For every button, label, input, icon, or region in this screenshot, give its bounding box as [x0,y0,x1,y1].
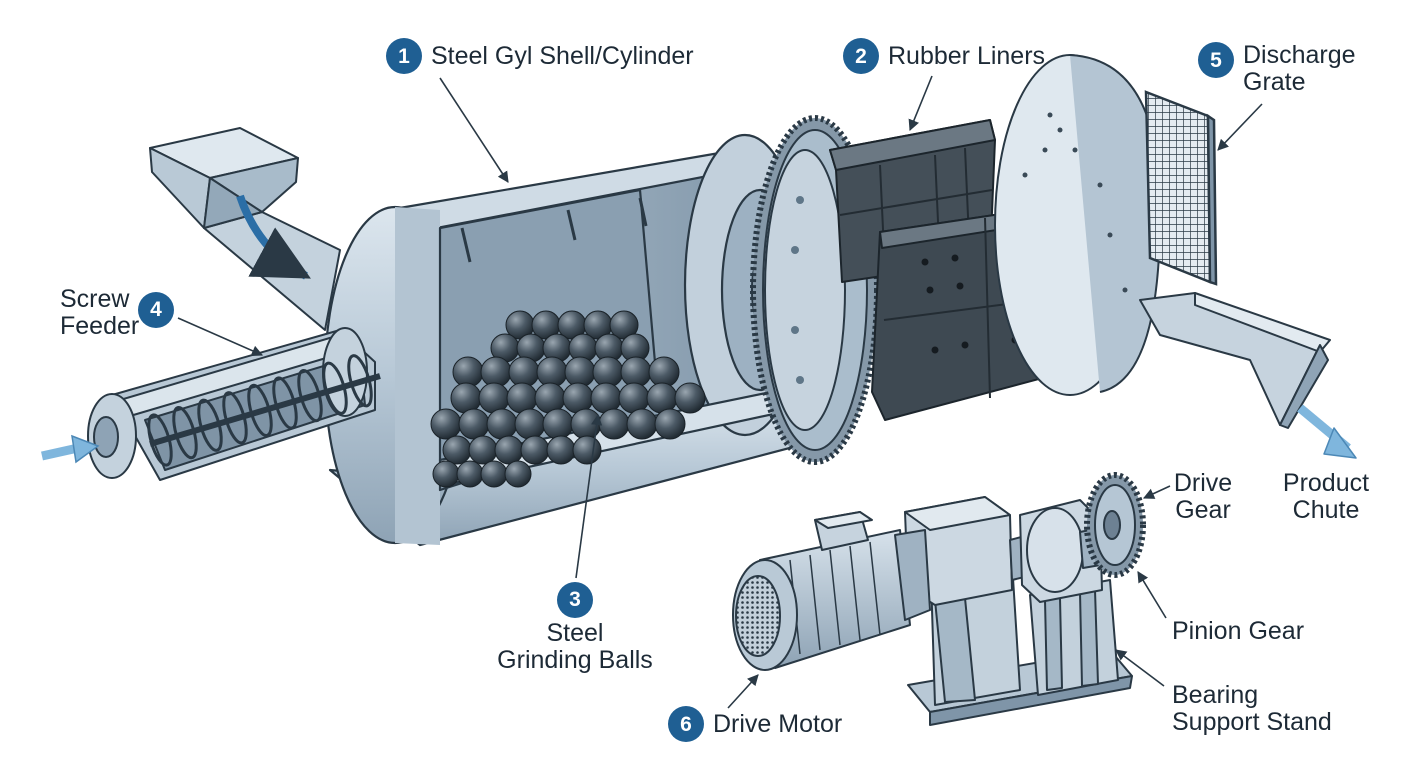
grinding-ball [430,408,462,440]
grinding-ball [432,460,460,488]
leader-bearing-stand [1115,649,1165,687]
grinding-ball [486,408,518,440]
label-feeder-line2: Feeder [60,312,140,340]
label-grate-line2: Grate [1243,68,1306,96]
label-drive-gear-line1: Drive [1173,469,1233,497]
grinding-ball [572,435,602,465]
grinding-ball [620,356,652,388]
label-product-chute-line1: Product [1282,469,1370,497]
label-feeder-line1: Screw [60,285,130,313]
feed-hopper [149,127,341,331]
drive-motor [732,511,931,671]
label-balls-line1: Steel [546,619,604,647]
screw-flight [172,405,198,460]
grinding-ball [598,408,630,440]
grinding-ball [536,356,568,388]
label-motor: 6 Drive Motor [668,706,842,742]
leader-grate [1217,103,1263,151]
grinding-ball [654,408,686,440]
badge-6: 6 [668,706,704,742]
grinding-ball [494,435,524,465]
discharge-end-plate [994,54,1162,396]
grinding-ball [564,356,596,388]
grinding-ball [546,435,576,465]
grinding-ball [542,408,574,440]
label-motor-text: Drive Motor [713,709,843,738]
discharge-grate [1144,90,1218,286]
screw-flight [322,361,348,415]
grinding-ball [468,435,498,465]
grinding-ball [514,408,546,440]
leader-pinion-gear [1137,571,1167,619]
label-product-chute: Product Chute [1278,470,1374,524]
screw-flight [247,383,273,438]
leader-shell [439,77,509,183]
label-feeder: Screw Feeder [60,286,139,340]
drive-assembly [904,472,1146,726]
badge-3: 3 [557,582,593,618]
grinding-ball [480,460,508,488]
badge-4: 4 [138,292,174,328]
screw-flight [297,368,323,423]
label-liners: 2 Rubber Liners [843,38,1045,74]
label-shell: 1 Steel Gyl Shell/Cylinder [386,38,694,74]
screw-flights [147,354,373,467]
grinding-ball [456,460,484,488]
grinding-ball [442,435,472,465]
grinding-ball [648,356,680,388]
grinding-ball [618,382,650,414]
grinding-ball [480,356,512,388]
leader-feeder [177,317,264,357]
leader-lines [177,75,1263,709]
label-bearing-stand-line1: Bearing [1172,681,1259,709]
label-shell-text: Steel Gyl Shell/Cylinder [431,41,694,70]
grinding-ball [590,382,622,414]
label-drive-gear-line2: Gear [1175,496,1231,524]
screw-flight [272,376,298,430]
label-balls-line2: Grinding Balls [497,646,653,674]
label-product-chute-line2: Chute [1292,496,1360,524]
grinding-ball [520,435,550,465]
leader-motor [727,674,759,709]
grinding-ball [592,356,624,388]
grinding-ball [452,356,484,388]
badge-5: 5 [1198,42,1234,78]
grinding-ball [506,382,538,414]
label-liners-text: Rubber Liners [888,41,1046,70]
label-drive-gear: Drive Gear [1165,470,1241,524]
label-grate: 5 Discharge Grate [1198,42,1356,96]
steel-grinding-balls [430,310,706,488]
leader-balls [575,413,603,579]
label-pinion-gear: Pinion Gear [1172,618,1304,645]
feed-inlet-arrow [41,434,100,464]
screw-flight [222,391,248,445]
screw-flight [347,354,373,408]
leader-drive-gear [1142,485,1171,499]
label-bearing-stand: Bearing Support Stand [1172,682,1332,736]
grinding-ball [534,382,566,414]
label-balls: Steel Grinding Balls [490,620,660,674]
grinding-ball [478,382,510,414]
grinding-ball [626,408,658,440]
label-grate-line1: Discharge [1243,41,1356,69]
screw-flight [147,413,173,467]
badge-2: 2 [843,38,879,74]
grinding-ball [450,382,482,414]
screw-flight [197,398,223,452]
grinding-ball [674,382,706,414]
grinding-ball [562,382,594,414]
label-pinion-gear-text: Pinion Gear [1172,617,1305,645]
grinding-ball [458,408,490,440]
label-bearing-stand-line2: Support Stand [1172,708,1332,736]
leader-liners [908,75,933,132]
product-chute [1139,292,1357,459]
grinding-ball [646,382,678,414]
grinding-ball [508,356,540,388]
grinding-ball [504,460,532,488]
badge-1: 1 [386,38,422,74]
